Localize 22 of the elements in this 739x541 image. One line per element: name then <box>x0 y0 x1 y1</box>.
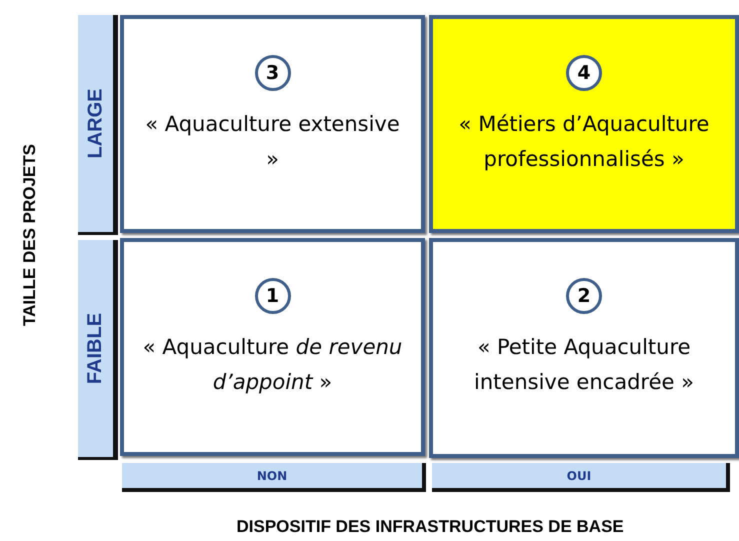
quadrant-text: « Aquaculture extensive » <box>144 111 401 173</box>
axis-category-label: FAIBLE <box>84 312 107 384</box>
column-header-bar <box>432 463 730 492</box>
quadrant-text: « Métiers d’Aquaculture professionnalisés » <box>458 111 710 173</box>
axis-category-label: LARGE <box>84 88 107 158</box>
callout-number: 1 <box>254 278 290 314</box>
quadrant-text: « Aquaculture de revenu d’appoint » <box>142 334 404 396</box>
row-header-bar <box>78 240 118 460</box>
axis-title: DISPOSITIF DES INFRASTRUCTURES DE BASE <box>236 517 624 537</box>
quadrant-box <box>120 15 425 233</box>
axis-category-label: OUI <box>566 468 592 482</box>
quadrant-box <box>429 15 739 233</box>
axis-category-label: NON <box>256 468 288 482</box>
row-header-bar <box>78 15 118 235</box>
column-header-bar <box>122 463 426 492</box>
quadrant-box <box>120 238 425 456</box>
quadrant-box <box>429 238 739 458</box>
quadrant-text: « Petite Aquaculture intensive encadrée » <box>473 334 695 396</box>
callout-number: 3 <box>254 55 290 91</box>
callout-number: 4 <box>566 55 602 91</box>
axis-title: TAILLE DES PROJETS <box>20 144 40 326</box>
callout-number: 2 <box>566 278 602 314</box>
